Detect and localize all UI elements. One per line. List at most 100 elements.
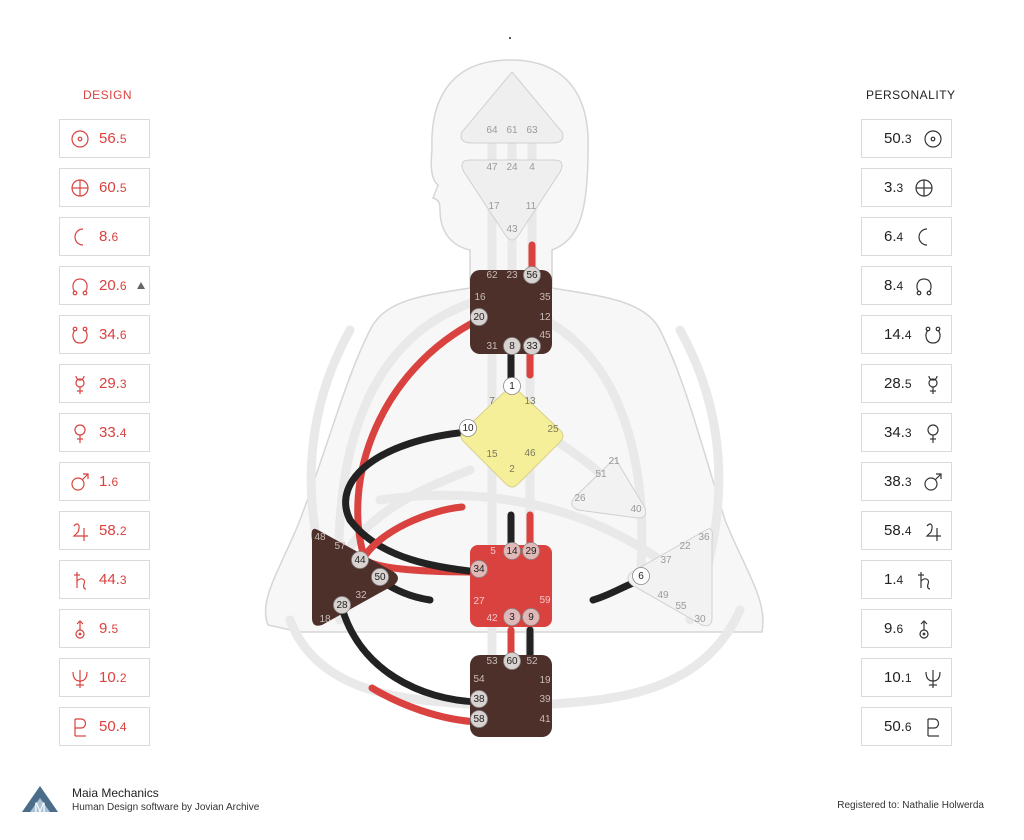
- solar-plexus-center[interactable]: [627, 528, 713, 627]
- g-gate-label[interactable]: 15: [486, 449, 498, 460]
- personality-planet-uranus[interactable]: 9.6: [861, 609, 952, 648]
- root-gate-label[interactable]: 60: [506, 656, 518, 667]
- sacral-gate-label[interactable]: 27: [473, 596, 485, 607]
- personality-planet-pluto[interactable]: 50.6: [861, 707, 952, 746]
- head-gate-label[interactable]: 64: [486, 125, 498, 136]
- personality-planet-sun[interactable]: 50.3: [861, 119, 952, 158]
- spleen-gate-label[interactable]: 57: [334, 541, 346, 552]
- g-gate-label[interactable]: 7: [489, 396, 495, 407]
- design-planet-saturn[interactable]: 44.3: [59, 560, 150, 599]
- throat-gate-label[interactable]: 31: [486, 341, 498, 352]
- throat-gate-label[interactable]: 16: [474, 292, 486, 303]
- personality-planet-mars[interactable]: 38.3: [861, 462, 952, 501]
- sacral-gate-label[interactable]: 59: [539, 595, 551, 606]
- spleen-gate-label[interactable]: 28: [336, 600, 348, 611]
- root-gate-label[interactable]: 41: [539, 714, 551, 725]
- design-planet-north-node[interactable]: 20.6: [59, 266, 150, 305]
- throat-gate-label[interactable]: 45: [539, 330, 551, 341]
- root-gate-label[interactable]: 53: [486, 656, 498, 667]
- spleen-center[interactable]: [311, 528, 398, 626]
- solar-gate-label[interactable]: 30: [694, 614, 706, 625]
- spleen-gate-label[interactable]: 50: [374, 572, 386, 583]
- sacral-gate-label[interactable]: 34: [473, 564, 485, 575]
- head-center[interactable]: [460, 71, 564, 144]
- sacral-gate-label[interactable]: 3: [509, 612, 515, 623]
- design-planet-south-node[interactable]: 34.6: [59, 315, 150, 354]
- throat-gate-label[interactable]: 20: [473, 312, 485, 323]
- root-gate-label[interactable]: 58: [473, 714, 485, 725]
- heart-gate-label[interactable]: 40: [630, 504, 642, 515]
- throat-gate-label[interactable]: 23: [506, 270, 518, 281]
- design-planet-moon[interactable]: 8.6: [59, 217, 150, 256]
- personality-planet-venus[interactable]: 34.3: [861, 413, 952, 452]
- personality-planet-earth[interactable]: 3.3: [861, 168, 952, 207]
- solar-gate-label[interactable]: 37: [660, 555, 672, 566]
- sacral-gate-label[interactable]: 14: [506, 546, 518, 557]
- ajna-gate-label[interactable]: 43: [506, 224, 518, 235]
- root-gate-label[interactable]: 39: [539, 694, 551, 705]
- personality-planet-mercury[interactable]: 28.5: [861, 364, 952, 403]
- spleen-gate-label[interactable]: 44: [354, 555, 366, 566]
- root-center[interactable]: [470, 655, 552, 737]
- solar-gate-label[interactable]: 6: [638, 571, 644, 582]
- heart-center[interactable]: [571, 457, 647, 519]
- sacral-gate-label[interactable]: 5: [490, 546, 496, 557]
- personality-planet-moon[interactable]: 6.4: [861, 217, 952, 256]
- g-gate-label[interactable]: 13: [524, 396, 536, 407]
- sacral-gate-label[interactable]: 29: [525, 546, 537, 557]
- design-planet-earth[interactable]: 60.5: [59, 168, 150, 207]
- root-gate-label[interactable]: 19: [539, 675, 551, 686]
- personality-planet-saturn[interactable]: 1.4: [861, 560, 952, 599]
- head-gate-label[interactable]: 63: [526, 125, 538, 136]
- head-gate-label[interactable]: 61: [506, 125, 518, 136]
- sacral-gate-label[interactable]: 42: [486, 613, 498, 624]
- g-gate-label[interactable]: 10: [462, 423, 474, 434]
- solar-gate-label[interactable]: 22: [679, 541, 691, 552]
- spleen-gate-label[interactable]: 48: [314, 532, 326, 543]
- root-gate-label[interactable]: 54: [473, 674, 485, 685]
- ajna-gate-label[interactable]: 4: [529, 162, 535, 173]
- throat-gate-label[interactable]: 12: [539, 312, 551, 323]
- design-planet-venus[interactable]: 33.4: [59, 413, 150, 452]
- design-planet-mars[interactable]: 1.6: [59, 462, 150, 501]
- root-gate-label[interactable]: 38: [473, 694, 485, 705]
- spleen-gate-label[interactable]: 32: [355, 590, 367, 601]
- personality-planet-jupiter[interactable]: 58.4: [861, 511, 952, 550]
- throat-center[interactable]: [470, 270, 552, 354]
- throat-gate-label[interactable]: 8: [509, 341, 515, 352]
- solar-gate-label[interactable]: 36: [698, 532, 710, 543]
- g-gate-label[interactable]: 1: [509, 381, 515, 392]
- g-gate-label[interactable]: 25: [547, 424, 559, 435]
- g-center[interactable]: [460, 384, 564, 488]
- solar-gate-label[interactable]: 55: [675, 601, 687, 612]
- design-planet-neptune[interactable]: 10.2: [59, 658, 150, 697]
- root-gate-label[interactable]: 52: [526, 656, 538, 667]
- heart-gate-label[interactable]: 51: [595, 469, 607, 480]
- design-planet-uranus[interactable]: 9.5: [59, 609, 150, 648]
- solar-gate-label[interactable]: 49: [657, 590, 669, 601]
- g-gate-label[interactable]: 46: [524, 448, 536, 459]
- ajna-gate-label[interactable]: 11: [526, 201, 537, 212]
- sacral-center[interactable]: [470, 545, 552, 627]
- heart-gate-label[interactable]: 26: [574, 493, 586, 504]
- ajna-gate-label[interactable]: 47: [486, 162, 498, 173]
- throat-gate-label[interactable]: 62: [486, 270, 498, 281]
- throat-gate-label[interactable]: 33: [526, 341, 538, 352]
- ajna-gate-label[interactable]: 24: [506, 162, 518, 173]
- design-planet-mercury[interactable]: 29.3: [59, 364, 150, 403]
- personality-planet-neptune[interactable]: 10.1: [861, 658, 952, 697]
- heart-gate-label[interactable]: 21: [608, 456, 620, 467]
- throat-gate-label[interactable]: 56: [526, 270, 538, 281]
- throat-gate-label[interactable]: 35: [539, 292, 551, 303]
- design-planet-jupiter[interactable]: 58.2: [59, 511, 150, 550]
- ajna-center[interactable]: [461, 159, 563, 241]
- design-planet-sun[interactable]: 56.5: [59, 119, 150, 158]
- personality-planet-north-node[interactable]: 8.4: [861, 266, 952, 305]
- sacral-gate-label[interactable]: 9: [528, 612, 534, 623]
- g-gate-label[interactable]: 2: [509, 464, 515, 475]
- north-node-arrow-icon[interactable]: [137, 282, 145, 289]
- personality-planet-south-node[interactable]: 14.4: [861, 315, 952, 354]
- ajna-gate-label[interactable]: 17: [488, 201, 500, 212]
- spleen-gate-label[interactable]: 18: [319, 614, 331, 625]
- design-planet-pluto[interactable]: 50.4: [59, 707, 150, 746]
